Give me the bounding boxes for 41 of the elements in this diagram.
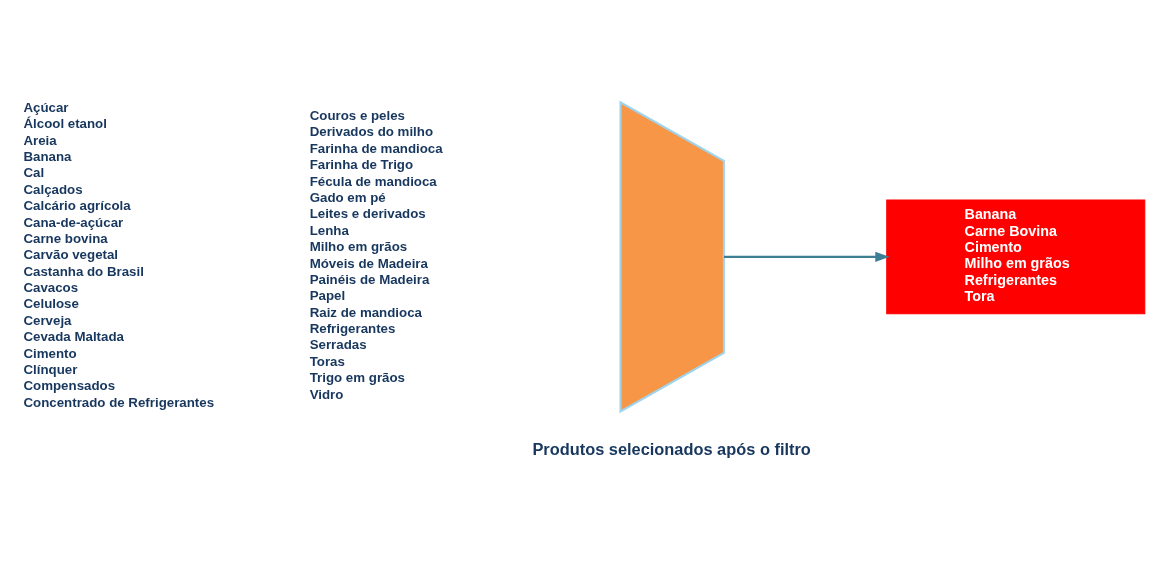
label: Calçados [23,181,83,197]
label: Cavacos [23,280,79,296]
label: Farinha de Trigo [309,157,414,173]
label: Trigo em grãos [309,370,405,386]
label: Papel [309,288,346,304]
label: Cana-de-açúcar [23,214,124,230]
label: Painéis de Madeira [309,271,430,287]
label: Toras [309,353,345,369]
label: Leites e derivados [309,206,426,222]
label: Celulose [23,296,79,312]
label: Compensados [23,378,116,394]
label: Derivados do milho [309,124,434,140]
label: Banana [23,149,72,165]
label: Clínquer [23,362,78,378]
node-label: Produtos selecionados após o filtro [532,440,811,459]
node-box: Banana Carne Bovina Cimento Milho em grãos Refrigerantes Tora [886,199,1146,315]
label: Açúcar [23,99,69,115]
label: Cerveja [23,312,72,328]
label: Concentrado de Refrigerantes [23,394,215,410]
label: Raiz de mandioca [309,304,422,320]
node-trapezoid [619,100,725,414]
label: Couros e peles [309,108,405,124]
label: Serradas [309,337,367,353]
label: Farinha de mandioca [309,140,443,156]
label: Milho em grãos [309,239,408,255]
label: Cevada Maltada [23,329,124,345]
label: Cal [23,165,45,181]
label: Fécula de mandioca [309,173,437,189]
label: Cimento [23,345,77,361]
label: Vidro [309,386,344,402]
label: Gado em pé [309,189,386,205]
label: Calcário agrícola [23,198,131,214]
label: Castanha do Brasil [23,263,144,279]
label: Álcool etanol [23,116,107,132]
label: Lenha [309,222,349,238]
label: Carne bovina [23,230,108,246]
label: Refrigerantes [309,321,396,337]
label: Móveis de Madeira [309,255,428,271]
label: Carvão vegetal [23,247,119,263]
arrow [724,251,890,262]
label: Areia [23,132,57,148]
